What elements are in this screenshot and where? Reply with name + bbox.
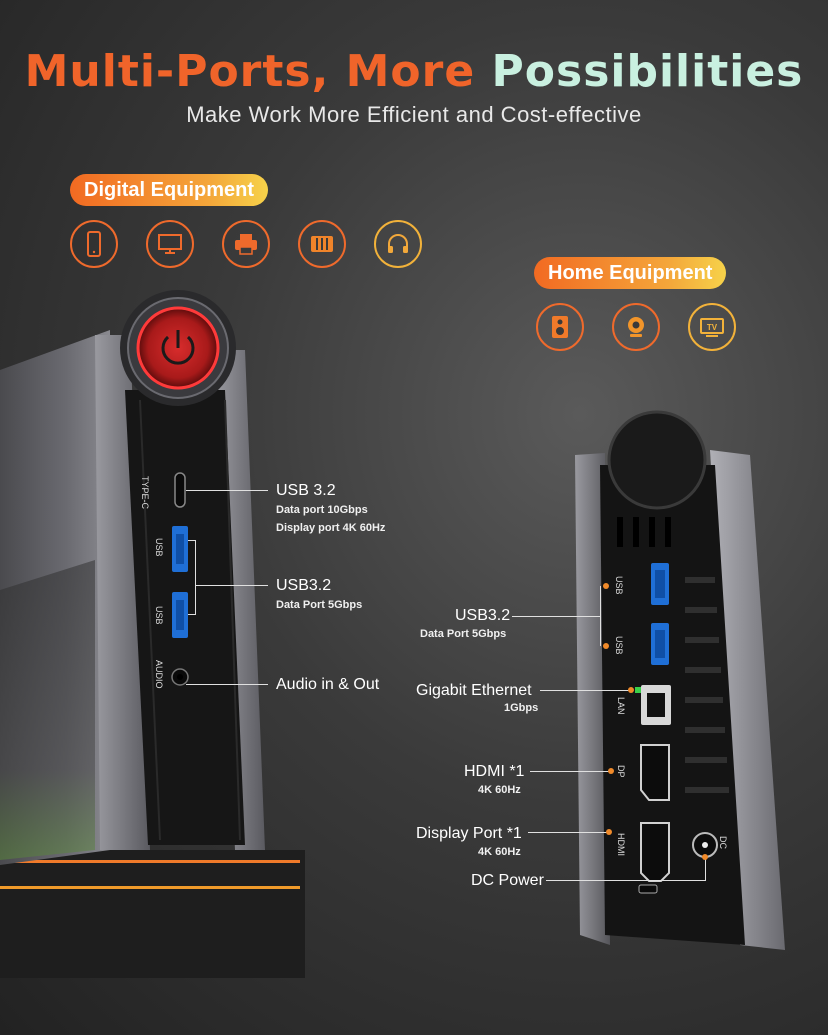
- callout-riser-dc: [705, 858, 706, 880]
- page-subtitle: Make Work More Efficient and Cost-effect…: [186, 102, 642, 127]
- left-mini-pc: [0, 290, 305, 978]
- right-port-mark-dp: DP: [616, 765, 626, 778]
- speaker-icon: [536, 303, 584, 351]
- callout-audio-title: Audio in & Out: [276, 676, 380, 693]
- home-equipment-badge: Home Equipment: [534, 257, 727, 289]
- left-port-mark-usb-1: USB: [154, 538, 164, 557]
- callout-tick-usb-2: [188, 614, 196, 615]
- callout-line-dc: [546, 880, 706, 881]
- callout-typec-title: USB 3.2: [276, 482, 336, 499]
- callout-tick-usb-1: [188, 540, 196, 541]
- webcam-icon: [612, 303, 660, 351]
- callout-dot-usb-1: [603, 583, 609, 589]
- right-port-mark-lan: LAN: [616, 697, 626, 715]
- callout-usb-title: USB3.2: [276, 577, 332, 594]
- title-part-3: Possibilities: [491, 46, 804, 97]
- callout-dot-lan: [628, 687, 634, 693]
- left-port-mark-usb-2: USB: [154, 606, 164, 625]
- callout-hdmi-sub: 4K 60Hz: [478, 784, 521, 796]
- tv-icon-text: TV: [707, 323, 718, 332]
- callout-typec-line2: Display port 4K 60Hz: [276, 522, 386, 534]
- printer-icon: [222, 220, 270, 268]
- digital-equipment-badge: Digital Equipment: [70, 174, 268, 206]
- left-port-mark-typec: TYPE-C: [140, 476, 150, 510]
- right-port-mark-usb-2: USB: [614, 636, 624, 655]
- callout-hdmi-title: HDMI *1: [464, 763, 525, 780]
- callout-dot-usb-2: [603, 643, 609, 649]
- callout-dot-dc: [702, 854, 708, 860]
- callout-line-audio: [186, 684, 268, 685]
- left-port-mark-audio: AUDIO: [154, 660, 164, 689]
- callout-line-lan: [540, 690, 630, 691]
- right-port-mark-usb-1: USB: [614, 576, 624, 595]
- callout-lan-title: Gigabit Ethernet: [416, 682, 532, 699]
- monitor-icon: [146, 220, 194, 268]
- callout-dot-dp: [608, 768, 614, 774]
- title-part-2: More: [345, 46, 476, 97]
- right-port-mark-hdmi: HDMI: [616, 833, 626, 856]
- callout-dc-title: DC Power: [471, 872, 544, 889]
- title-part-1: Multi-Ports,: [24, 46, 330, 97]
- callout-dot-hdmi: [606, 829, 612, 835]
- right-mini-pc: [575, 410, 785, 950]
- callout-usb-line1: Data Port 5Gbps: [276, 599, 363, 611]
- phone-icon: [70, 220, 118, 268]
- tv-icon: TV: [688, 303, 736, 351]
- callout-right-usb-sub: Data Port 5Gbps: [420, 628, 507, 640]
- callout-line-hdmi-label: [530, 771, 610, 772]
- callout-line-typec: [186, 490, 268, 491]
- callout-dp-sub: 4K 60Hz: [478, 846, 521, 858]
- callout-dp-title: Display Port *1: [416, 825, 522, 842]
- callout-typec-line1: Data port 10Gbps: [276, 504, 368, 516]
- callout-right-usb-title: USB3.2: [455, 607, 511, 624]
- storage-icon: [298, 220, 346, 268]
- headphones-icon: [374, 220, 422, 268]
- callout-bracket-usb: [195, 540, 196, 614]
- page-title: Multi-Ports, More Possibilities: [0, 46, 828, 97]
- callout-line-usb: [195, 585, 268, 586]
- callout-lan-sub: 1Gbps: [504, 702, 539, 714]
- callout-bracket-right-usb: [600, 586, 601, 646]
- right-port-mark-dc: DC: [718, 836, 728, 849]
- callout-line-right-usb: [512, 616, 600, 617]
- callout-line-dp-label: [528, 832, 608, 833]
